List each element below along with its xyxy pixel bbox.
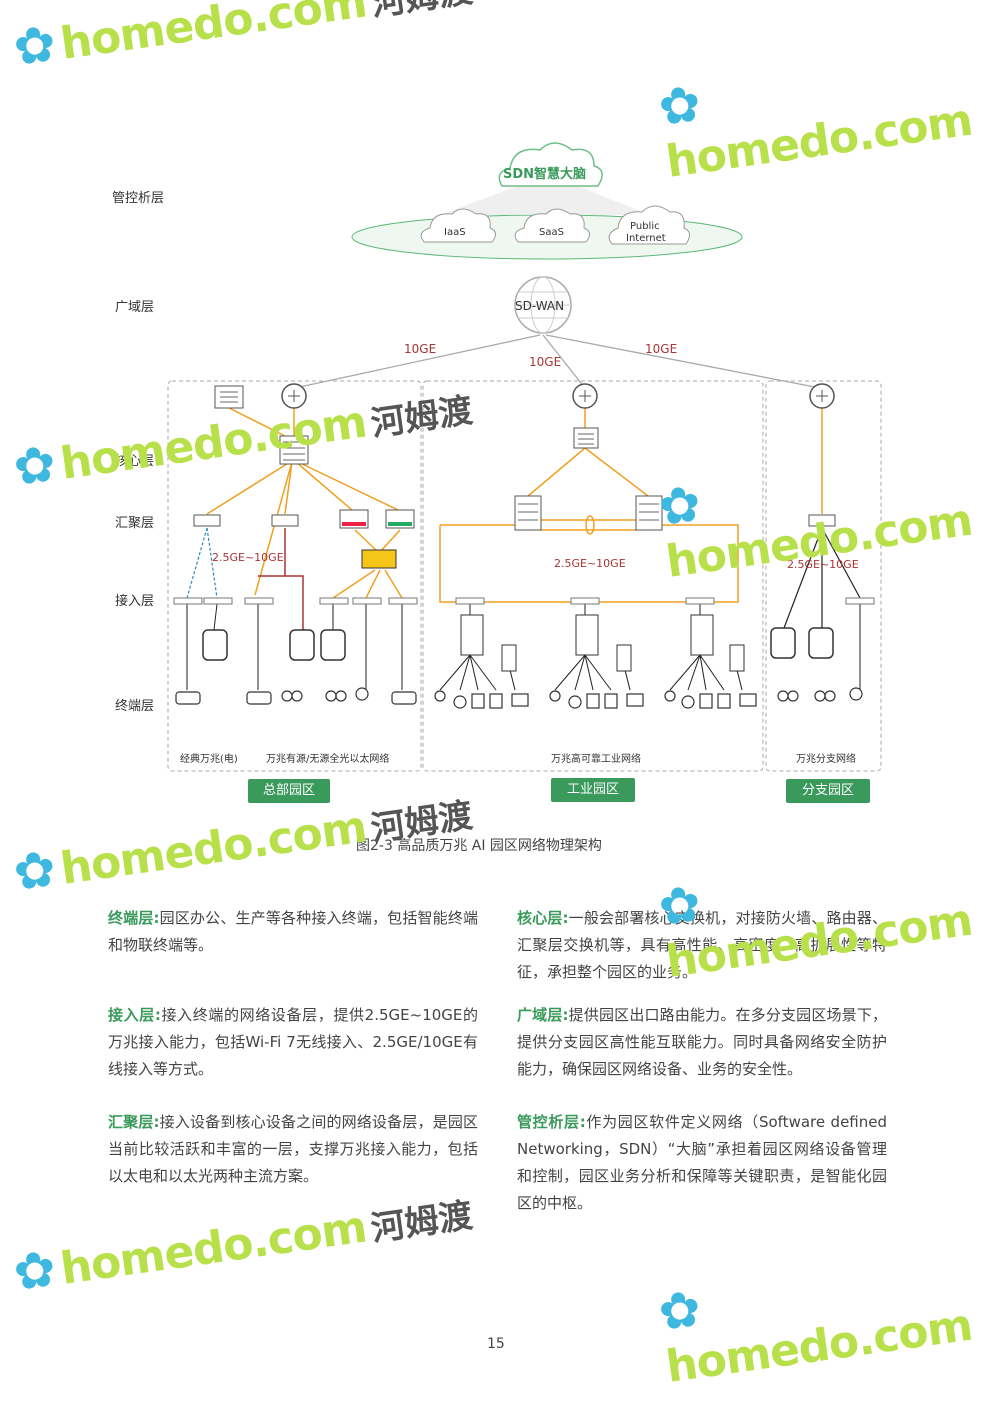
- olt-icon: [339, 509, 369, 529]
- network-architecture-diagram: [167, 142, 882, 772]
- iaas-cloud: [420, 208, 496, 243]
- terminal-devices: [175, 687, 863, 709]
- layer-agg: 汇聚层: [115, 516, 155, 531]
- zone-boxes: [167, 380, 882, 772]
- saas-cloud: [514, 208, 590, 243]
- watermark-flower-icon: ✿: [655, 1279, 705, 1343]
- rate-label: 2.5GE~10GE: [554, 557, 626, 570]
- para-terminal: 终端层:园区办公、生产等各种接入终端，包括智能终端和物联终端等。: [108, 905, 478, 959]
- layer-core: 核心层: [115, 454, 155, 469]
- para-text: 提供园区出口路由能力。在多分支园区场景下，提供分支园区高性能互联能力。同时具备网…: [517, 1006, 887, 1078]
- watermark-en: homedo.com: [57, 1201, 370, 1295]
- watermark-flower-icon: ✿: [10, 839, 60, 903]
- sdwan-label: SD-WAN: [515, 299, 565, 313]
- rate-label: 2.5GE~10GE: [787, 558, 859, 571]
- para-wan: 广域层:提供园区出口路由能力。在多分支园区场景下，提供分支园区高性能互联能力。同…: [517, 1002, 887, 1083]
- layer-terminal: 终端层: [115, 699, 155, 714]
- para-keyword: 接入层:: [108, 1006, 161, 1024]
- core-switch-icon: [279, 435, 309, 465]
- link-label: 10GE: [645, 342, 678, 356]
- layer-mgmt: 管控析层: [112, 191, 165, 206]
- core-switch-icon: [514, 495, 542, 531]
- agg-switch-icon: [808, 514, 836, 527]
- watermark: ✿ homedo.com 河姆渡: [10, 1181, 476, 1303]
- watermark-flower-icon: ✿: [10, 1239, 60, 1303]
- group-hq-badge: 总部园区: [248, 779, 330, 803]
- branch-links: [783, 408, 861, 629]
- router-icon: [809, 383, 835, 409]
- link-label: 10GE: [404, 342, 437, 356]
- para-keyword: 终端层:: [108, 909, 160, 927]
- para-keyword: 汇聚层:: [108, 1113, 160, 1131]
- router-icon: [572, 383, 598, 409]
- link-label: 10GE: [529, 355, 562, 369]
- sdwan-globe-icon: [514, 276, 572, 334]
- public-label: Public: [630, 221, 660, 232]
- para-access: 接入层:接入终端的网络设备层，提供2.5GE~10GE的万兆接入能力，包括Wi-…: [108, 1002, 478, 1083]
- para-agg: 汇聚层:接入设备到核心设备之间的网络设备层，是园区当前比较活跃和丰富的一层，支撑…: [108, 1109, 478, 1190]
- page-number: 15: [487, 1336, 505, 1352]
- figure-caption: 图2-3 高品质万兆 AI 园区网络物理架构: [356, 838, 602, 854]
- zone-sublabel: 万兆有源/无源全光以太网络: [266, 754, 390, 765]
- olt-icon: [385, 509, 415, 529]
- access-point-icon: [202, 627, 834, 661]
- group-branch-badge: 分支园区: [786, 779, 870, 803]
- para-text: 接入终端的网络设备层，提供2.5GE~10GE的万兆接入能力，包括Wi-Fi 7…: [108, 1006, 479, 1078]
- terminal-links: [186, 603, 861, 691]
- watermark-cn: 河姆渡: [368, 1195, 476, 1250]
- agg-switch-icon: [271, 514, 299, 527]
- para-text: 接入设备到核心设备之间的网络设备层，是园区当前比较活跃和丰富的一层，支撑万兆接入…: [108, 1113, 478, 1185]
- hq-red-link: [258, 528, 304, 630]
- industrial-links: [439, 408, 739, 603]
- zone-sublabel: 万兆高可靠工业网络: [551, 754, 641, 765]
- para-keyword: 管控析层:: [517, 1113, 586, 1131]
- cloud-beams: [440, 185, 650, 215]
- layer-access: 接入层: [115, 594, 155, 609]
- para-keyword: 核心层:: [517, 909, 569, 927]
- group-industry-badge: 工业园区: [551, 778, 635, 802]
- wan-links: [294, 334, 821, 389]
- watermark: ✿ homedo.com: [655, 1238, 992, 1393]
- para-text: 园区办公、生产等各种接入终端，包括智能终端和物联终端等。: [108, 909, 478, 954]
- zone-sublabel: 万兆分支网络: [796, 754, 856, 765]
- industrial-switch-icon: [460, 614, 745, 672]
- router-icon: [281, 383, 307, 409]
- iaas-label: IaaS: [444, 227, 466, 238]
- sdn-brain-label: SDN智慧大脑: [503, 167, 587, 182]
- saas-label: SaaS: [539, 227, 564, 238]
- para-core: 核心层:一般会部署核心交换机，对接防火墙、路由器、汇聚层交换机等，具有高性能、高…: [517, 905, 887, 986]
- sdn-brain-cloud: [498, 142, 603, 187]
- splitter-icon: [361, 549, 397, 569]
- para-text: 作为园区软件定义网络（Software defined Networking，S…: [517, 1113, 887, 1212]
- firewall-icon: [214, 385, 244, 409]
- para-mgmt: 管控析层:作为园区软件定义网络（Software defined Network…: [517, 1109, 887, 1217]
- agg-switch-icon: [193, 514, 221, 527]
- watermark-en: homedo.com: [663, 1299, 976, 1393]
- para-keyword: 广域层:: [517, 1006, 569, 1024]
- access-switch-row: [173, 597, 875, 605]
- internet-label: Internet: [626, 233, 666, 244]
- firewall-icon: [573, 427, 599, 449]
- hq-core-links: [206, 407, 403, 599]
- internet-cloud: [608, 205, 690, 245]
- para-text: 一般会部署核心交换机，对接防火墙、路由器、汇聚层交换机等，具有高性能、高密度、高…: [517, 909, 887, 981]
- core-switch-icon: [635, 495, 663, 531]
- hq-blue-links: [186, 527, 218, 599]
- layer-wan: 广域层: [115, 300, 155, 315]
- rate-label: 2.5GE~10GE: [212, 551, 284, 564]
- zone-sublabel: 经典万兆(电): [180, 754, 238, 765]
